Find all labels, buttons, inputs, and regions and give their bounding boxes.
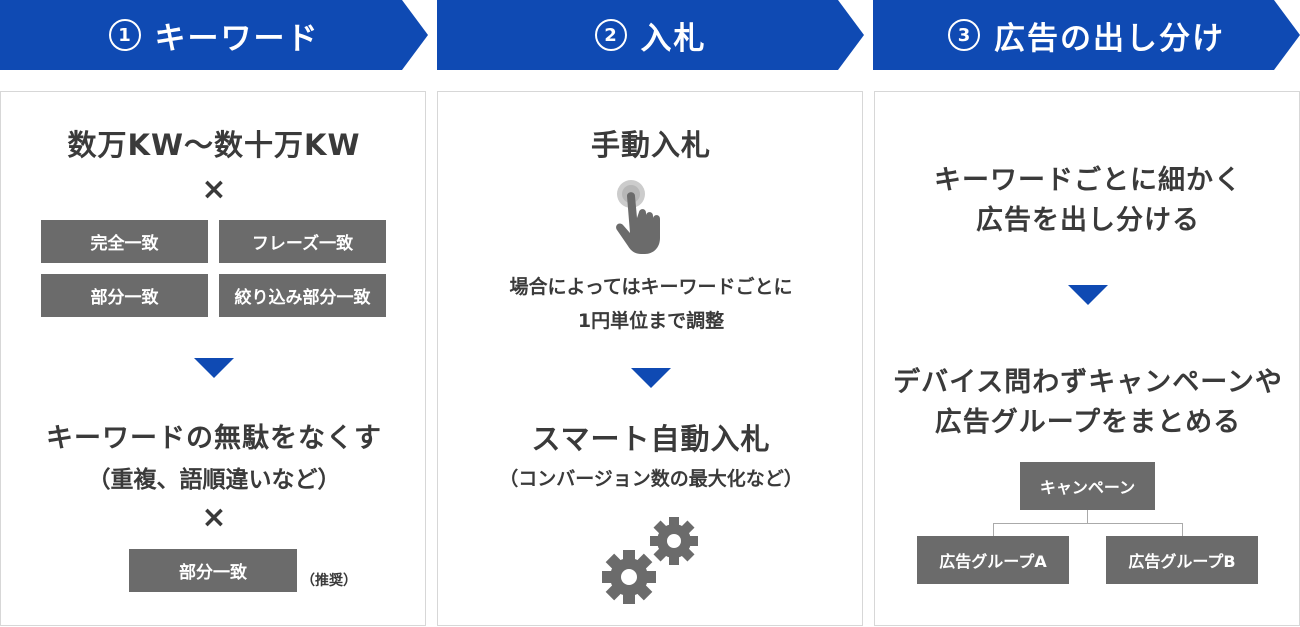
match-type-modified-broad: 絞り込み部分一致: [219, 274, 386, 317]
step-header-keyword: 1 キーワード: [0, 0, 428, 70]
panel-keyword: 数万KW〜数十万KW × 完全一致 フレーズ一致 部分一致 絞り込み部分一致 キ…: [0, 91, 426, 626]
keyword-result-subtitle: （重複、語順違いなど）: [87, 467, 341, 493]
match-type-broad: 部分一致: [41, 274, 208, 317]
ad-group-b-box: 広告グループB: [1106, 536, 1258, 584]
tree-connector: [993, 523, 1183, 524]
step-number: 3: [948, 19, 980, 51]
tree-connector: [1087, 510, 1088, 523]
manual-bidding-title: 手動入札: [590, 128, 711, 162]
keyword-volume-title: 数万KW〜数十万KW: [67, 128, 361, 162]
tree-connector: [993, 523, 994, 536]
down-arrow-icon: [194, 358, 234, 378]
down-arrow-icon: [1068, 285, 1108, 305]
step-number: 2: [595, 19, 627, 51]
times-icon: ×: [201, 500, 227, 535]
smart-bidding-title: スマート自動入札: [531, 422, 771, 456]
ad-group-a-box: 広告グループA: [917, 536, 1069, 584]
step-label: 広告の出し分け: [994, 20, 1225, 57]
down-arrow-icon: [631, 368, 671, 388]
step-number: 1: [109, 19, 141, 51]
step-label: キーワード: [154, 20, 320, 57]
keyword-result-title: キーワードの無駄をなくす: [46, 423, 382, 454]
times-icon: ×: [201, 172, 227, 207]
gears-icon: [601, 517, 701, 607]
hand-pointer-icon: [613, 178, 683, 258]
manual-bidding-desc-line2: 1円単位まで調整: [577, 310, 725, 332]
tree-connector: [1182, 523, 1183, 536]
step-label: 入札: [640, 20, 707, 57]
recommended-note: （推奨）: [301, 573, 357, 589]
step-header-ad-delivery: 3 広告の出し分け: [873, 0, 1300, 70]
ad-delivery-title-line1: キーワードごとに細かく: [934, 165, 1242, 196]
panel-ad-delivery: キーワードごとに細かく 広告を出し分ける デバイス問わずキャンペーンや 広告グル…: [874, 91, 1300, 626]
campaign-box: キャンペーン: [1020, 462, 1155, 510]
manual-bidding-desc-line1: 場合によってはキーワードごとに: [509, 276, 793, 298]
ad-delivery-desc-line1: デバイス問わずキャンペーンや: [893, 367, 1283, 398]
ad-delivery-desc-line2: 広告グループをまとめる: [934, 407, 1242, 438]
match-type-phrase: フレーズ一致: [219, 220, 386, 263]
smart-bidding-subtitle: （コンバージョン数の最大化など）: [499, 468, 803, 490]
ad-delivery-title-line2: 広告を出し分ける: [976, 205, 1200, 236]
step-header-bidding: 2 入札: [437, 0, 864, 70]
recommended-match-box: 部分一致: [129, 549, 297, 592]
match-type-exact: 完全一致: [41, 220, 208, 263]
panel-bidding: 手動入札 場合によってはキーワードごとに 1円単位まで調整 スマート自動入札 （…: [437, 91, 863, 626]
